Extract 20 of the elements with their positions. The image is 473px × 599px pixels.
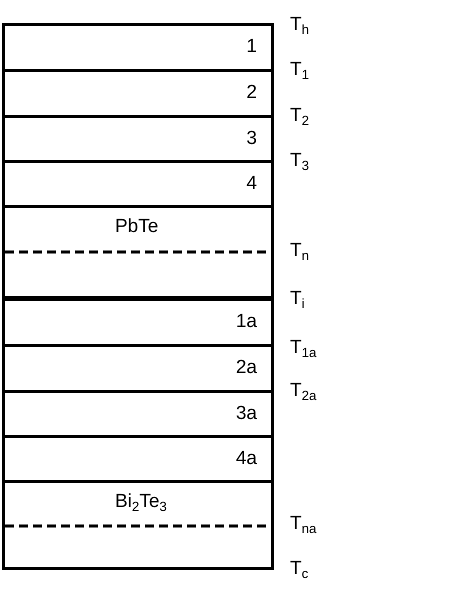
temperature-label: T$_{i}$ [290, 288, 305, 310]
layer-label: 4 [246, 173, 257, 195]
layer-label: Bi$_{2}$Te$_{3}$ [115, 491, 167, 513]
layer-label: 2a [236, 357, 257, 379]
temperature-label: T$_{2}$ [290, 105, 310, 127]
temperature-label: T$_{c}$ [290, 558, 308, 580]
temperature-label: T$_{1a}$ [290, 337, 316, 359]
layer-label: PbTe [115, 216, 158, 238]
temperature-label: T$_{2a}$ [290, 380, 316, 402]
temperature-label: T$_{n}$ [290, 240, 310, 262]
layer-label: 2 [246, 82, 257, 104]
layer-label: 4a [236, 448, 257, 470]
temperature-label: T$_{h}$ [290, 14, 310, 36]
layer-label: 3a [236, 403, 257, 425]
layer-label: 3 [246, 128, 257, 150]
layer-label: 1 [246, 36, 257, 58]
layer-label: 1a [236, 311, 257, 333]
temperature-label: T$_{1}$ [290, 59, 310, 81]
temperature-label: T$_{3}$ [290, 150, 310, 172]
temperature-label: T$_{na}$ [290, 513, 316, 535]
